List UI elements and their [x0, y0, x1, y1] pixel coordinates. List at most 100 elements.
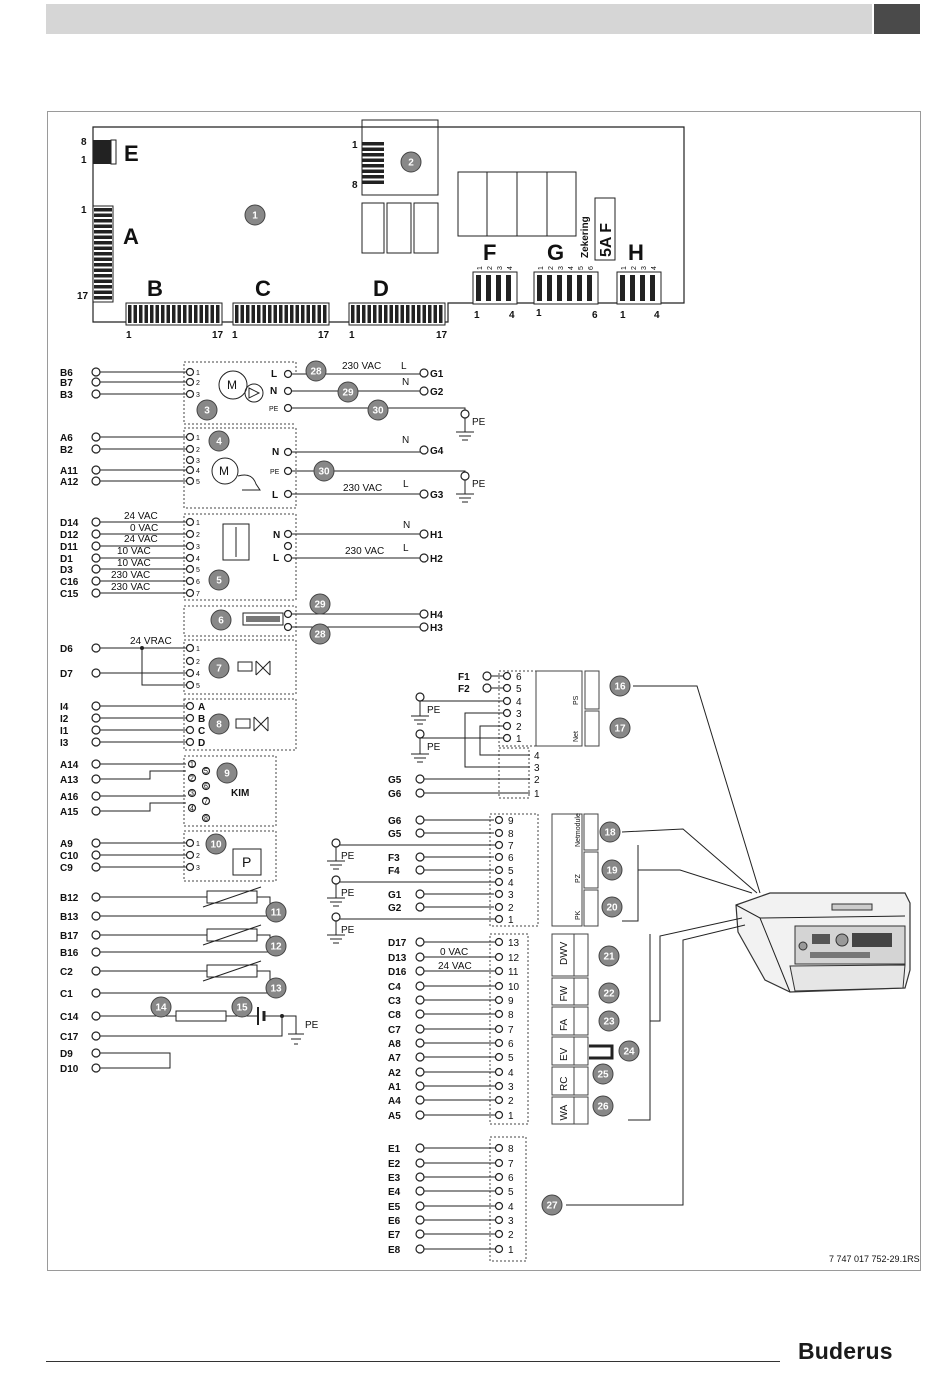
badge-label-4: 4	[216, 437, 222, 448]
connector-c-pin	[323, 305, 327, 323]
badge-28	[305, 360, 327, 382]
module-pin-label: B	[198, 714, 205, 725]
pump-l: L	[271, 369, 277, 380]
module-pressure: P	[183, 830, 277, 882]
block-d-pin-label: 3	[508, 1082, 514, 1093]
terminal-label-a2: A2	[388, 1068, 401, 1079]
badge-28	[309, 623, 331, 645]
pump-pe: PE	[269, 406, 279, 413]
module-pin-label: 2	[196, 447, 200, 454]
pin-f-from: 1	[474, 310, 480, 321]
block-g-pin	[494, 914, 504, 924]
connector-g-pin	[567, 275, 572, 301]
pump-pin-l	[283, 369, 293, 379]
module-pump: M L N PE	[183, 361, 297, 425]
terminal-g3	[419, 489, 429, 499]
left-wires: 1231234512345671245ABCD12345678123G1G2G4…	[100, 367, 474, 994]
pin-c-to: 17	[318, 330, 330, 341]
terminal-c7	[415, 1024, 425, 1034]
block-f-pin-label: 3	[516, 709, 522, 720]
terminal-b16	[91, 947, 101, 957]
connector-b-pin	[166, 305, 170, 323]
terminal-a6	[91, 432, 101, 442]
terminal-c10	[91, 850, 101, 860]
terminal-h1	[419, 529, 429, 539]
terminal-label-d3: D3	[60, 565, 73, 576]
terminal-label-a5: A5	[388, 1111, 401, 1122]
fuse-word: Zekering	[580, 216, 591, 258]
block-g-pin	[494, 889, 504, 899]
panel-ev-label: EV	[559, 1047, 570, 1061]
terminal-b3	[91, 389, 101, 399]
fan-pe: PE	[270, 469, 280, 476]
module-pin	[185, 725, 195, 735]
plug-19	[583, 851, 599, 889]
terminal-d6	[91, 643, 101, 653]
badge-14	[150, 996, 172, 1018]
module-pin-label: 1	[196, 841, 200, 848]
badge-19	[601, 859, 623, 881]
module-pin-label: 3	[196, 392, 200, 399]
badge-label-25: 25	[597, 1070, 609, 1081]
pin-a-top: 1	[81, 205, 87, 216]
ign-pin-1	[283, 609, 293, 619]
panel-dwv-label: DWV	[559, 941, 570, 965]
voltage-labels: 230 VAC 230 VAC 230 VAC 24 VAC 0 VAC 24 …	[111, 361, 472, 972]
connector-d-pin	[362, 305, 366, 323]
module-pin-label: 3	[196, 544, 200, 551]
wire	[100, 770, 186, 780]
terminal-d9	[91, 1048, 101, 1058]
connector-f-pin	[486, 275, 491, 301]
module-pin	[185, 564, 195, 574]
connector-b-pin	[216, 305, 220, 323]
terminal-c14	[91, 1011, 101, 1021]
terminal-label-i3: I3	[60, 738, 69, 749]
terminal-g1	[419, 368, 429, 378]
terminal-d10	[91, 1063, 101, 1073]
left-terminals: B6B7B3A6B2A11A12D14D12D11D1D3C16C15D6D7I…	[60, 367, 101, 1075]
module-pin	[185, 553, 195, 563]
module-pin-label: 4	[196, 556, 200, 563]
connector-g-pin-label: 6	[588, 266, 595, 270]
module-pin-label: 5	[196, 683, 200, 690]
terminal-label-g1: G1	[430, 369, 444, 380]
terminal-e8	[415, 1244, 425, 1254]
connector-d-pin	[367, 305, 371, 323]
block-g-pin-label: 9	[508, 816, 514, 827]
block-d-pin	[494, 995, 504, 1005]
badge-2	[400, 151, 422, 173]
svg-text:PE: PE	[472, 417, 486, 428]
module-pin-label: 4	[196, 671, 200, 678]
pin-g-to: 6	[592, 310, 598, 321]
badge-label-30: 30	[372, 406, 384, 417]
terminal-label-c8: C8	[388, 1010, 401, 1021]
ev-bridge	[589, 1044, 614, 1060]
badge-label-23: 23	[603, 1017, 615, 1028]
block-d-pin-label: 1	[508, 1111, 514, 1122]
svg-text:N: N	[402, 377, 409, 388]
wire	[411, 737, 503, 763]
block-d-pin	[494, 981, 504, 991]
badge-20	[601, 896, 623, 918]
badge-label-9: 9	[224, 769, 230, 780]
connector-x2-pin	[362, 153, 384, 157]
v-d13: 24 VAC	[438, 961, 472, 972]
block-d-pin	[494, 1009, 504, 1019]
terminal-label-d9: D9	[60, 1049, 73, 1060]
terminal-c17	[91, 1031, 101, 1041]
connector-x2-pin	[362, 175, 384, 179]
terminal-b7	[91, 377, 101, 387]
block-d-pin-label: 2	[508, 1096, 514, 1107]
connector-h-pin	[650, 275, 655, 301]
block-g-pin-label: 1	[508, 915, 514, 926]
module-pin	[185, 377, 195, 387]
terminal-a16	[91, 791, 101, 801]
module-pin	[185, 838, 195, 848]
kim-pin	[187, 759, 197, 769]
badge-3	[196, 399, 218, 421]
terminal-a8	[415, 1038, 425, 1048]
module-pin	[185, 517, 195, 527]
badge-label-21: 21	[603, 952, 615, 963]
power-wire	[456, 480, 474, 503]
